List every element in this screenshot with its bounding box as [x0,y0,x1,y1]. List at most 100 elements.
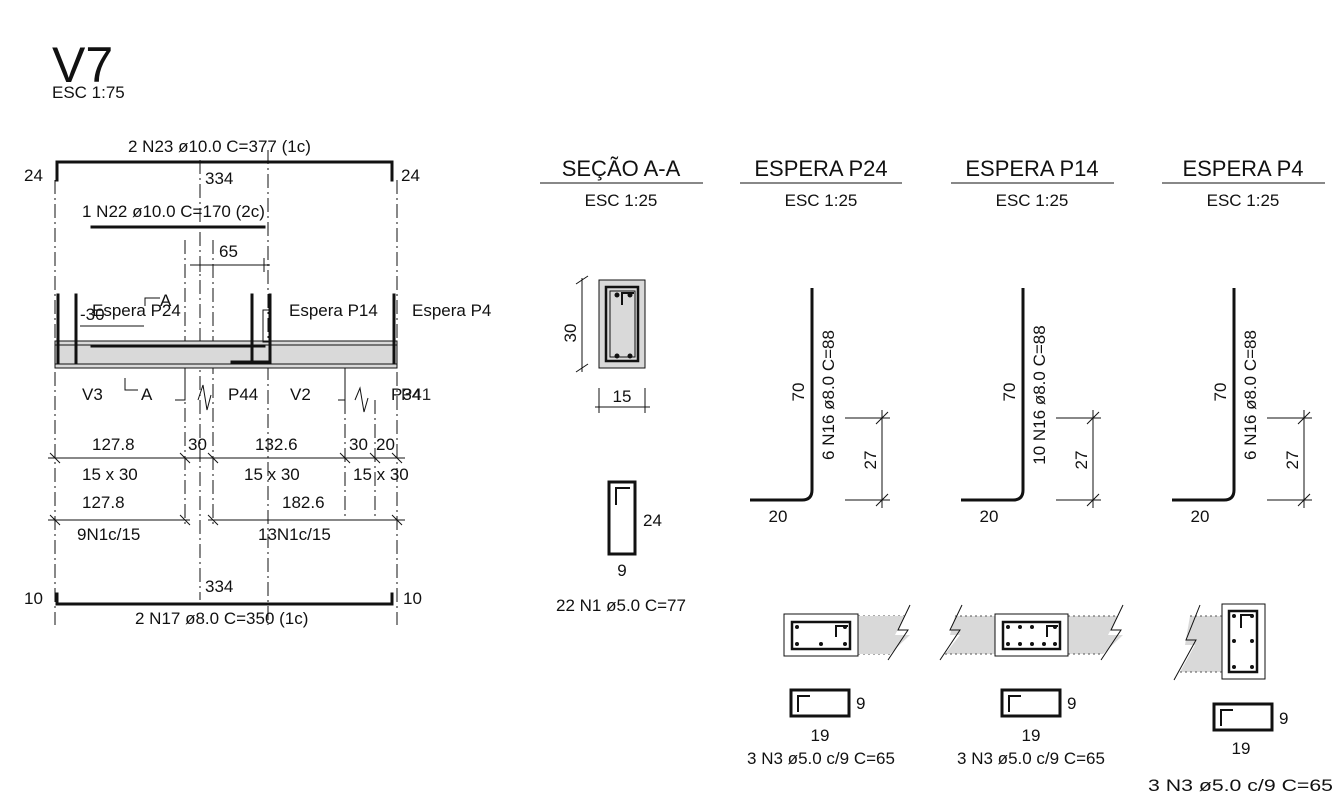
rebar-dot [614,292,620,298]
top-hook-right: 24 [401,166,420,185]
dim-span-5: 20 [376,435,395,454]
espera-p24-scale: ESC 1:25 [785,191,858,210]
rebar-dot [1232,665,1236,669]
espera-p4-stirrup-w: 19 [1232,739,1251,758]
section-aa: SEÇÃO A-A ESC 1:25 30 15 24 9 22 N1 ø5.0… [540,156,703,615]
rebar-dot [795,625,799,629]
espera-p4-stirrup-h: 9 [1279,709,1288,728]
bottom-hook-right: 10 [403,589,422,608]
break-line [1100,604,1124,661]
dim-section-3: 15 x 30 [353,465,409,484]
rebar-dot [1232,614,1236,618]
espera-p4-stirrup [1227,609,1259,674]
section-aa-scale: ESC 1:25 [585,191,658,210]
dim-tick [875,493,889,507]
espera-p24-bar [750,288,814,502]
label-v2: V2 [290,385,311,404]
stirrup-n1-shape [607,480,637,556]
dim-ticks [49,452,403,464]
stirrup-n1-label: 22 N1 ø5.0 C=77 [556,596,686,615]
dim-section-1: 15 x 30 [82,465,138,484]
rebar-dot [1042,642,1046,646]
espera-p24-stirrup-label: 3 N3 ø5.0 c/9 C=65 [747,749,895,768]
section-stirrup [604,285,640,363]
label-p34: P34 [391,385,421,404]
rebar-dot [843,642,847,646]
espera-p24-stirrup-w: 19 [811,726,830,745]
top-bar-label: 2 N23 ø10.0 C=377 (1c) [128,137,311,156]
espera-p14-stirrup-shape [1000,688,1062,718]
espera-p24-vertical: 70 [789,383,808,402]
stirrup-n1-hook [615,487,630,505]
espera-p4-title: ESPERA P4 [1182,156,1303,181]
espera-p24: ESPERA P24 ESC 1:25 70 6 N16 ø8.0 C=88 2… [740,156,911,768]
top-hook-left: 24 [24,166,43,185]
title-scale: ESC 1:75 [52,83,125,102]
hatch-fill-left [945,616,995,654]
column-p34 [338,368,346,401]
bottom-bar-n17 [55,592,394,606]
espera-p4-stirrup-shape [1212,702,1274,732]
rebar-dot [614,353,620,359]
bottom-hook-left: 10 [24,589,43,608]
rebar-dot [627,353,633,359]
hatch-fill-right [1068,616,1123,654]
espera-p4: ESPERA P4 ESC 1:25 70 6 N16 ø8.0 C=88 27… [1148,156,1333,795]
dim-stirrup-span-1: 127.8 [82,493,125,512]
section-height: 30 [561,324,580,343]
espera-p24-stirrup-shape [789,688,851,718]
rebar-dot [1250,639,1254,643]
dim-stirrup-span-2: 182.6 [282,493,325,512]
stirrup-hook [1220,709,1233,726]
rebar-dot [843,625,847,629]
section-stirrup-inner [609,290,636,358]
espera-p4-bar [1172,288,1236,502]
espera-p4-anchor: 27 [1283,451,1302,470]
espera-p4-hook: 20 [1191,507,1210,526]
stirrup-n1-w: 9 [617,561,626,580]
dim-tick [1086,493,1100,507]
bottom-bar-label: 2 N17 ø8.0 C=350 (1c) [135,609,308,628]
espera-p24-anchor: 27 [861,451,880,470]
section-mark-top-label: A [160,291,172,310]
espera-p4-scale: ESC 1:25 [1207,191,1280,210]
espera-p24-bar-label: 6 N16 ø8.0 C=88 [819,330,838,460]
label-p44: P44 [228,385,258,404]
neg-offset: 65 [219,242,238,261]
espera-p14-stirrup-label: 3 N3 ø5.0 c/9 C=65 [957,749,1105,768]
dim-tick [875,411,889,425]
espera-p14-column [994,613,1069,657]
stirrup-group-2: 13N1c/15 [258,525,331,544]
dim-tick [1086,411,1100,425]
rebar-dot [627,292,633,298]
hatch-fill [1180,616,1222,672]
dim-span-2: 30 [188,435,207,454]
dim-ticks [49,514,403,526]
label-minus30: -30 [80,305,105,324]
espera-p24-column [783,613,859,657]
top-bar-n23 [55,160,394,182]
top-length: 334 [205,169,233,188]
rebar-dot [1006,625,1010,629]
rebar-dot [795,642,799,646]
section-width: 15 [613,387,632,406]
espera-p4-stirrup-label: 3 N3 ø5.0 c/9 C=65 [1148,776,1333,795]
stirrup-hook [797,695,810,712]
dim-span-4: 30 [349,435,368,454]
rebar-dot [1030,642,1034,646]
label-espera-p14: Espera P14 [289,301,378,320]
espera-p14: ESPERA P14 ESC 1:25 70 10 N16 ø8.0 C=88 … [939,156,1124,768]
stirrup-hook [1240,614,1253,628]
beam-elevation: 2 N23 ø10.0 C=377 (1c) 24 24 334 1 N22 ø… [24,137,491,628]
bottom-length: 334 [205,577,233,596]
dim-span-3: 132.6 [255,435,298,454]
rebar-dot [1053,625,1057,629]
break-line [887,604,911,661]
espera-p14-title: ESPERA P14 [965,156,1098,181]
espera-p14-stirrup-w: 19 [1022,726,1041,745]
espera-p14-scale: ESC 1:25 [996,191,1069,210]
dim-tick [575,363,589,373]
break-line [939,604,963,661]
rebar-dot [1053,642,1057,646]
espera-p4-vertical: 70 [1211,383,1230,402]
